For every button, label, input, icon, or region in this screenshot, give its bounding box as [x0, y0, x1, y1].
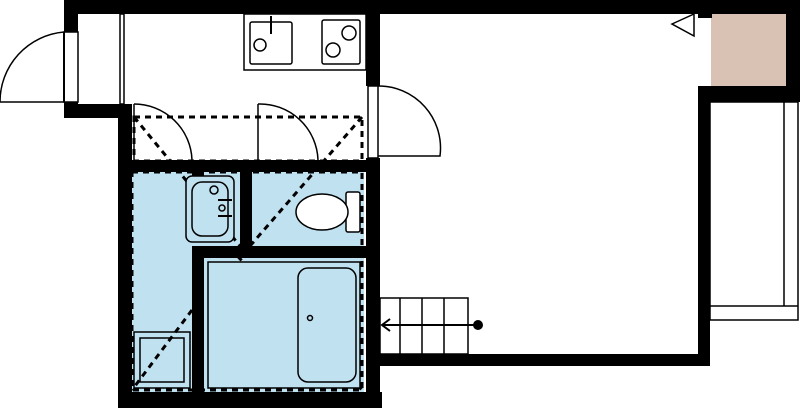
stove-icon: [321, 19, 361, 65]
entrance-door-icon: [0, 31, 79, 103]
washing-machine-pan-icon: [133, 331, 191, 389]
hall-jamb: [119, 13, 125, 105]
storage-box: [711, 14, 786, 88]
kitchen-counter: [243, 13, 367, 71]
overhead-storage-marks: [130, 115, 364, 392]
bathtub-icon: [207, 261, 361, 389]
balcony: [709, 101, 799, 321]
toilet-icon: [295, 191, 361, 233]
room-door-icon: [367, 85, 442, 159]
walls: [64, 0, 800, 408]
toilet-door-icon: [257, 103, 319, 161]
kitchen-sink-icon: [249, 16, 293, 65]
loft-ladder-icon: [379, 297, 483, 355]
window-mark: [670, 12, 695, 38]
washbasin-icon: [185, 175, 235, 243]
